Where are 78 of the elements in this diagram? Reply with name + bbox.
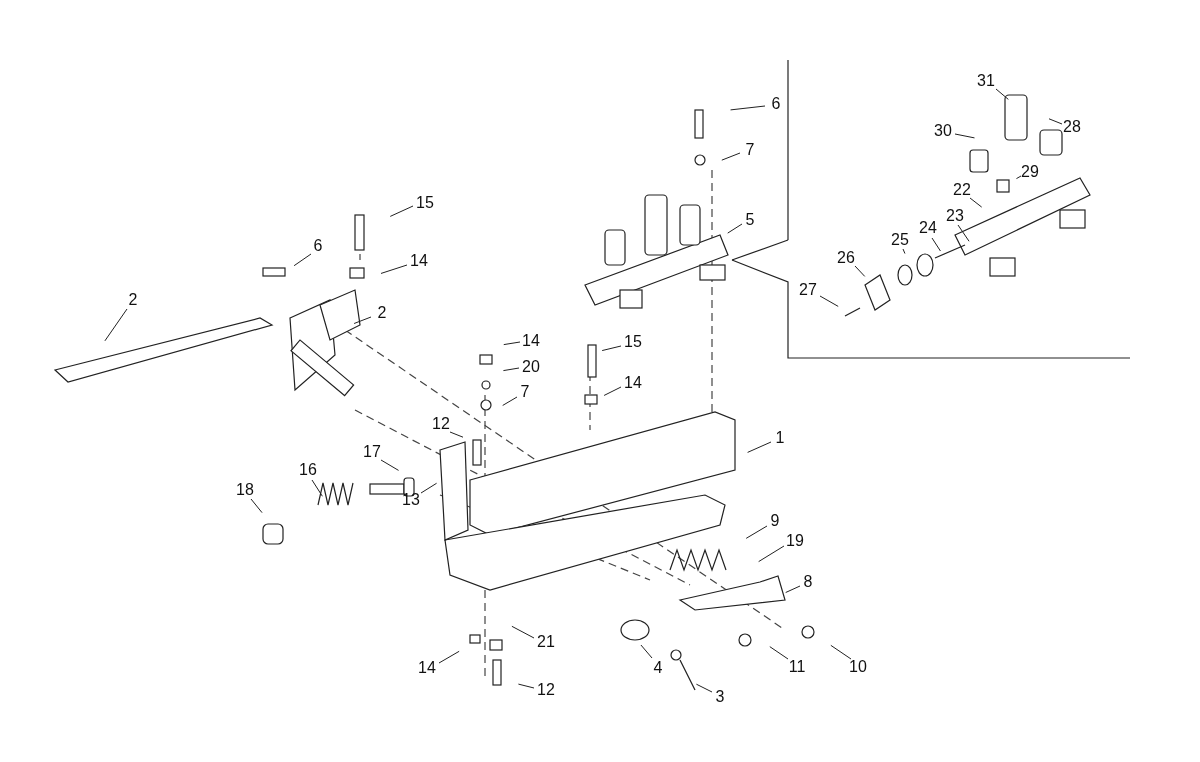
- callout-number: 8: [803, 573, 813, 591]
- leader-line: [695, 683, 713, 693]
- leader-line: [380, 264, 408, 274]
- leader-line: [449, 431, 464, 438]
- callout-number: 2: [128, 291, 138, 309]
- callout-number: 28: [1063, 118, 1081, 136]
- callout-number: 22: [953, 181, 971, 199]
- callout-number: 12: [432, 415, 450, 433]
- callout-number: 2: [377, 304, 387, 322]
- callout-number: 6: [313, 237, 323, 255]
- leader-line: [727, 223, 743, 234]
- leader-line: [758, 545, 785, 563]
- leader-line: [730, 105, 766, 111]
- callout-number: 1: [775, 429, 785, 447]
- callout-number: 17: [363, 443, 381, 461]
- leader-line: [502, 396, 518, 406]
- callout-number: 14: [522, 332, 540, 350]
- callout-number: 6: [771, 95, 781, 113]
- callout-number: 19: [786, 532, 804, 550]
- callout-number: 5: [745, 211, 755, 229]
- leader-line: [819, 295, 839, 307]
- callout-number: 16: [299, 461, 317, 479]
- callout-number: 11: [788, 658, 806, 676]
- callout-number: 10: [849, 658, 867, 676]
- leader-line: [250, 498, 263, 514]
- leader-line: [420, 482, 438, 494]
- leader-line: [603, 386, 622, 396]
- leader-line: [502, 367, 520, 372]
- callout-number: 14: [418, 659, 436, 677]
- leader-line: [931, 237, 941, 252]
- callout-number: 12: [537, 681, 555, 699]
- callout-number: 18: [236, 481, 254, 499]
- callout-number: 25: [891, 231, 909, 249]
- callout-number: 21: [537, 633, 555, 651]
- leader-line: [830, 644, 852, 660]
- callout-number: 23: [946, 207, 964, 225]
- leader-line: [785, 585, 801, 593]
- leader-line: [902, 248, 906, 255]
- callout-number: 26: [837, 249, 855, 267]
- callout-number: 27: [799, 281, 817, 299]
- callout-number: 4: [653, 659, 663, 677]
- leader-line: [104, 308, 128, 342]
- leader-line: [353, 316, 372, 324]
- callout-number: 30: [934, 122, 952, 140]
- callout-number: 3: [715, 688, 725, 706]
- leader-line: [517, 683, 535, 689]
- callout-number: 7: [520, 383, 530, 401]
- leader-line: [311, 479, 323, 497]
- callout-number: 13: [402, 491, 420, 509]
- leader-line: [957, 224, 970, 242]
- leader-line: [1048, 118, 1063, 125]
- callout-number: 14: [410, 252, 428, 270]
- leader-line: [769, 646, 789, 660]
- leader-line: [995, 88, 1009, 100]
- callout-number: 29: [1021, 163, 1039, 181]
- leader-line: [601, 345, 622, 352]
- callout-number: 14: [624, 374, 642, 392]
- callout-number: 31: [977, 72, 995, 90]
- callout-number: 24: [919, 219, 937, 237]
- callout-number: 20: [522, 358, 540, 376]
- leader-line: [380, 459, 400, 471]
- leader-line: [721, 152, 741, 161]
- callout-number: 15: [416, 194, 434, 212]
- leader-line: [389, 205, 414, 217]
- callout-number: 9: [770, 512, 780, 530]
- leader-line: [1015, 175, 1022, 180]
- leader-line: [293, 253, 312, 267]
- leader-line: [745, 525, 768, 539]
- leader-line: [969, 197, 983, 208]
- leader-line: [438, 650, 460, 664]
- leader-line: [503, 341, 521, 346]
- leader-line: [511, 625, 535, 639]
- leader-line: [854, 265, 866, 277]
- callout-number: 7: [745, 141, 755, 159]
- callout-number: 15: [624, 333, 642, 351]
- leader-line: [640, 644, 653, 659]
- leader-line: [747, 441, 772, 453]
- leader-line: [954, 133, 975, 139]
